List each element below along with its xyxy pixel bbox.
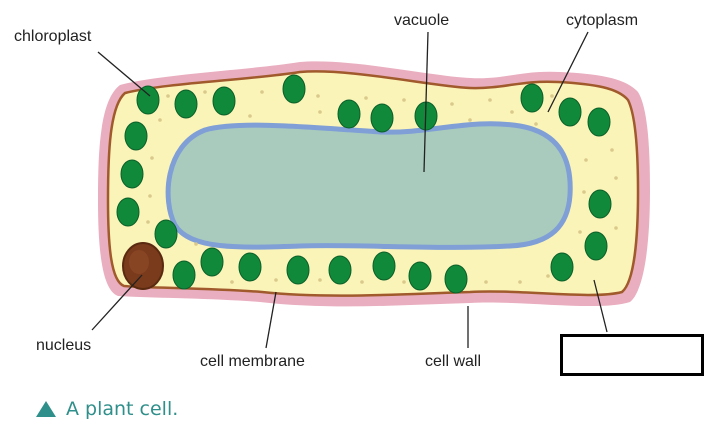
chloroplast-shape: [408, 261, 432, 291]
label-vacuole: vacuole: [394, 12, 450, 29]
chloroplast-shape: [328, 255, 352, 285]
caption-text: A plant cell.: [66, 398, 179, 420]
chloroplast-shape: [558, 97, 582, 127]
granule-dot: [582, 190, 586, 194]
chloroplast-group: [116, 74, 612, 294]
granule-dot: [318, 110, 322, 114]
granule-dot: [274, 278, 278, 282]
granule-dot: [260, 90, 264, 94]
leader-nucleus: [91, 274, 143, 331]
granule-dot: [248, 114, 252, 118]
chloroplast-shape: [124, 121, 148, 151]
granule-dot: [158, 118, 162, 122]
granule-dot: [318, 278, 322, 282]
label-cell-wall: cell wall: [425, 353, 482, 370]
granule-dot: [614, 176, 618, 180]
granule-dot: [194, 242, 198, 246]
chloroplast-shape: [337, 99, 361, 129]
granule-dot: [450, 102, 454, 106]
granule-dot: [148, 194, 152, 198]
triangle-up-icon: [36, 401, 56, 417]
granule-dot: [364, 96, 368, 100]
leader-chloroplast: [97, 51, 151, 97]
granule-dot: [150, 156, 154, 160]
chloroplast-shape: [120, 159, 144, 189]
granule-dot: [614, 226, 618, 230]
granule-dot: [550, 94, 554, 98]
granule-dot: [166, 94, 170, 98]
figure-caption: A plant cell.: [36, 398, 178, 420]
label-nucleus: nucleus: [36, 337, 92, 354]
chloroplast-shape: [370, 103, 394, 133]
granule-dot: [610, 148, 614, 152]
chloroplast-shape: [136, 85, 160, 115]
chloroplast-shape: [584, 231, 608, 261]
chloroplast-shape: [174, 89, 198, 119]
chloroplast-shape: [286, 255, 310, 285]
granule-dot: [230, 280, 234, 284]
vacuole-shape: [165, 121, 573, 250]
chloroplast-shape: [172, 260, 196, 290]
chloroplast-shape: [212, 86, 236, 116]
chloroplast-shape: [154, 219, 178, 249]
nucleus-highlight: [129, 250, 149, 274]
granule-dot: [146, 220, 150, 224]
granule-dot: [578, 230, 582, 234]
chloroplast-shape: [372, 251, 396, 281]
granule-dot: [584, 158, 588, 162]
leader-cell-membrane: [265, 291, 277, 349]
blank-answer-box[interactable]: [560, 334, 704, 376]
leader-vacuole: [423, 31, 429, 173]
chloroplast-shape: [550, 252, 574, 282]
granule-dot: [402, 280, 406, 284]
label-cytoplasm: cytoplasm: [566, 12, 639, 29]
granule-dot: [546, 274, 550, 278]
cytoplasm-granules: [146, 90, 618, 284]
leader-cytoplasm: [547, 31, 589, 113]
leader-blank: [593, 279, 608, 333]
chloroplast-shape: [444, 264, 468, 294]
label-cell-membrane: cell membrane: [200, 353, 305, 370]
chloroplast-shape: [116, 197, 140, 227]
granule-dot: [316, 94, 320, 98]
chloroplast-shape: [588, 189, 612, 219]
chloroplast-shape: [282, 74, 306, 104]
granule-dot: [518, 280, 522, 284]
chloroplast-shape: [520, 83, 544, 113]
granule-dot: [484, 280, 488, 284]
chloroplast-shape: [238, 252, 262, 282]
granule-dot: [488, 98, 492, 102]
granule-dot: [468, 118, 472, 122]
granule-dot: [510, 110, 514, 114]
granule-dot: [360, 280, 364, 284]
granule-dot: [203, 90, 207, 94]
granule-dot: [534, 122, 538, 126]
label-chloroplast: chloroplast: [14, 28, 92, 45]
granule-dot: [402, 98, 406, 102]
chloroplast-shape: [200, 247, 224, 277]
chloroplast-shape: [587, 107, 611, 137]
